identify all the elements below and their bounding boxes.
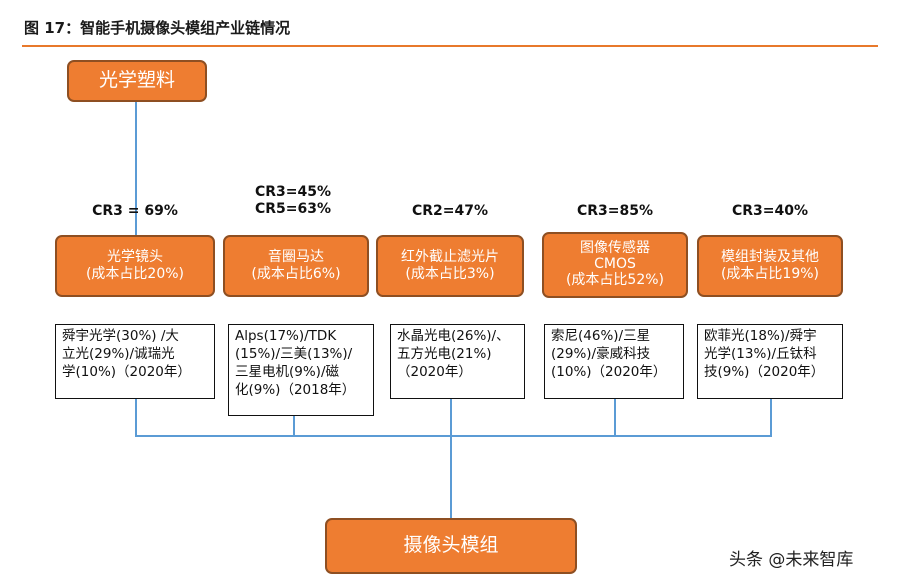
node-name: 音圈马达 (268, 248, 324, 265)
supplier-line: (10%)（2020年） (551, 363, 667, 380)
cr-line: CR3=45% (254, 184, 332, 200)
node-name: 图像传感器 (580, 240, 650, 257)
cr-line: CR3=85% (576, 203, 654, 219)
node-name: 红外截止滤光片 (401, 248, 499, 265)
node-camera-module: 摄像头模组 (325, 518, 577, 574)
supplier-line: (29%)/豪威科技 (551, 345, 651, 362)
node-cost: (成本占比3%) (405, 266, 495, 282)
supplier-line: 光学(13%)/丘钛科 (704, 345, 817, 362)
supplier-box-lens: 舜宇光学(30%) /大 立光(29%)/诚瑞光 学(10%)（2020年） (55, 324, 215, 399)
node-module-packaging: 模组封装及其他 (成本占比19%) (697, 235, 843, 297)
connector-drop-4 (614, 398, 616, 436)
connector-drop-1 (135, 398, 137, 436)
supplier-box-ir-filter: 水晶光电(26%)/、 五方光电(21%) （2020年） (390, 324, 525, 399)
supplier-line: 三星电机(9%)/磁 (235, 363, 339, 380)
node-optical-plastic-label: 光学塑料 (98, 69, 175, 92)
supplier-box-module: 欧菲光(18%)/舜宇 光学(13%)/丘钛科 技(9%)（2020年） (697, 324, 843, 399)
figure-title: 图 17：智能手机摄像头模组产业链情况 (24, 19, 291, 37)
node-cost: (成本占比19%) (720, 266, 820, 282)
title-rule (22, 45, 878, 47)
node-voice-coil-motor: 音圈马达 (成本占比6%) (223, 235, 369, 297)
supplier-line: 立光(29%)/诚瑞光 (62, 345, 175, 362)
supplier-line: 水晶光电(26%)/、 (397, 328, 510, 344)
supplier-line: (15%)/三美(13%)/ (235, 345, 353, 362)
node-cost: (成本占比6%) (251, 266, 341, 282)
node-name: 光学镜头 (107, 248, 163, 265)
node-optical-lens: 光学镜头 (成本占比20%) (55, 235, 215, 297)
node-cost: (成本占比52%) (565, 271, 665, 288)
supplier-box-vcm: Alps(17%)/TDK (15%)/三美(13%)/ 三星电机(9%)/磁 … (228, 324, 374, 416)
supplier-line: 舜宇光学(30%) /大 (62, 328, 179, 344)
supplier-line: 五方光电(21%) (397, 345, 492, 362)
connector-drop-2 (293, 415, 295, 436)
supplier-box-cmos: 索尼(46%)/三星 (29%)/豪威科技 (10%)（2020年） (544, 324, 684, 399)
supplier-line: 索尼(46%)/三星 (551, 328, 651, 344)
node-camera-module-label: 摄像头模组 (403, 534, 499, 557)
node-name-2: CMOS (594, 256, 636, 273)
cr-label-module: CR3=40% (705, 203, 835, 220)
cr-label-lens: CR3 = 69% (65, 203, 205, 220)
cr-line: CR5=63% (254, 201, 332, 218)
supplier-line: Alps(17%)/TDK (235, 328, 337, 344)
node-name: 模组封装及其他 (721, 248, 819, 265)
supplier-line: 欧菲光(18%)/舜宇 (704, 328, 817, 344)
connector-drop-5 (770, 398, 772, 436)
watermark: 头条 @未来智库 (729, 550, 854, 570)
cr-label-cmos: CR3=85% (550, 203, 680, 220)
cr-line: CR2=47% (411, 203, 489, 219)
node-ir-cut-filter: 红外截止滤光片 (成本占比3%) (376, 235, 524, 297)
connector-main-vertical (450, 436, 452, 520)
node-optical-plastic: 光学塑料 (67, 60, 207, 102)
cr-label-ir-filter: CR2=47% (385, 203, 515, 220)
node-cost: (成本占比20%) (85, 266, 185, 282)
supplier-line: 学(10%)（2020年） (62, 363, 191, 380)
node-image-sensor: 图像传感器 CMOS (成本占比52%) (542, 232, 688, 298)
supplier-line: 化(9%)（2018年） (235, 381, 356, 398)
supplier-line: （2020年） (397, 363, 472, 380)
connector-top-vertical (135, 100, 137, 236)
connector-bottom-bus (135, 435, 772, 437)
cr-label-vcm: CR3=45% CR5=63% (228, 184, 358, 218)
supplier-line: 技(9%)（2020年） (704, 363, 825, 380)
cr-line: CR3=40% (731, 203, 809, 219)
connector-drop-3 (450, 398, 452, 436)
cr-line: CR3 = 69% (92, 203, 178, 219)
